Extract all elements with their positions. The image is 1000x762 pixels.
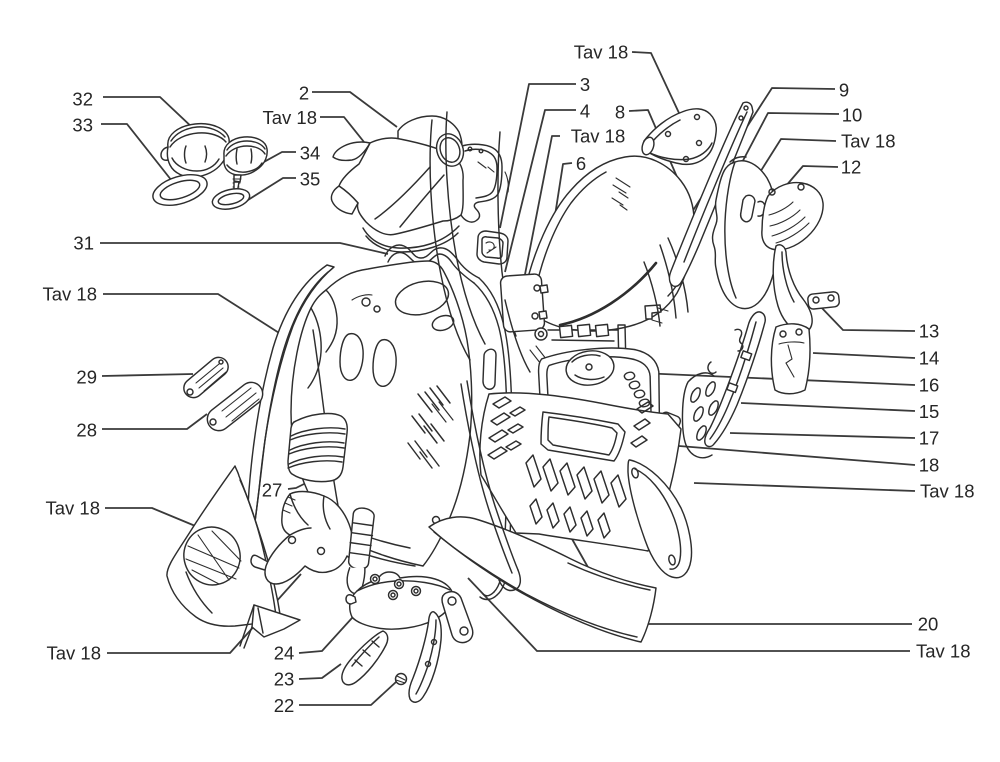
svg-text:13: 13 (919, 321, 940, 342)
svg-text:20: 20 (918, 614, 939, 635)
svg-text:10: 10 (842, 105, 863, 126)
svg-text:9: 9 (839, 80, 849, 101)
svg-text:23: 23 (274, 669, 295, 690)
svg-text:33: 33 (72, 115, 93, 136)
svg-text:Tav 18: Tav 18 (571, 126, 626, 147)
svg-text:Tav 18: Tav 18 (42, 284, 97, 305)
svg-text:Tav 18: Tav 18 (916, 641, 971, 662)
svg-text:Tav 18: Tav 18 (262, 107, 317, 128)
svg-text:3: 3 (580, 74, 590, 95)
svg-text:28: 28 (76, 420, 97, 441)
svg-text:22: 22 (274, 695, 295, 716)
svg-text:27: 27 (262, 480, 283, 501)
svg-text:32: 32 (72, 89, 93, 110)
svg-text:29: 29 (76, 367, 97, 388)
svg-text:2: 2 (299, 83, 309, 104)
svg-text:8: 8 (615, 102, 625, 123)
svg-text:17: 17 (919, 428, 940, 449)
svg-text:24: 24 (274, 643, 295, 664)
svg-text:Tav 18: Tav 18 (46, 643, 101, 664)
svg-text:Tav 18: Tav 18 (920, 481, 975, 502)
svg-text:16: 16 (919, 375, 940, 396)
svg-text:34: 34 (300, 143, 321, 164)
svg-text:6: 6 (576, 153, 586, 174)
svg-text:4: 4 (580, 101, 590, 122)
svg-text:12: 12 (841, 157, 862, 178)
svg-text:Tav 18: Tav 18 (574, 42, 629, 63)
svg-text:Tav 18: Tav 18 (45, 498, 100, 519)
svg-text:18: 18 (919, 455, 940, 476)
svg-text:Tav 18: Tav 18 (841, 131, 896, 152)
svg-text:35: 35 (300, 169, 321, 190)
svg-text:14: 14 (919, 348, 940, 369)
svg-text:31: 31 (73, 233, 94, 254)
svg-text:15: 15 (919, 401, 940, 422)
